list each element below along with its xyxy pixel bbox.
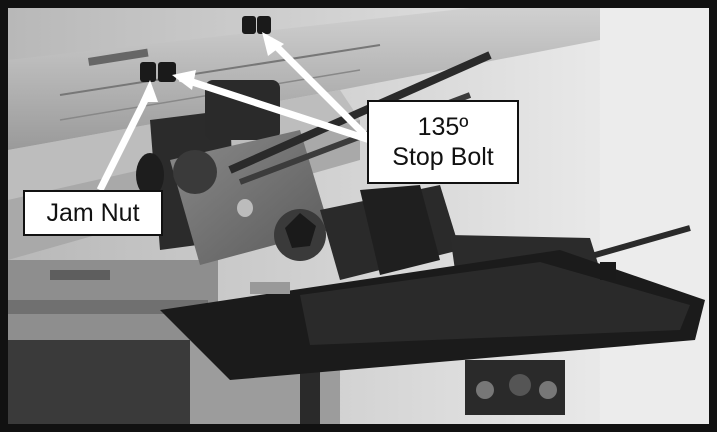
stop-bolt-arrow-upper bbox=[262, 32, 373, 143]
jam-nut-shape bbox=[140, 62, 176, 82]
stop-bolt-label-text: Stop Bolt bbox=[392, 143, 494, 171]
stop-bolt-shape bbox=[242, 16, 271, 34]
callout-arrows bbox=[96, 32, 373, 192]
jam-nut-label-text: Jam Nut bbox=[46, 198, 140, 227]
angle-table bbox=[160, 185, 705, 415]
stop-bolt-label: 135º Stop Bolt bbox=[367, 100, 519, 184]
tilt-bracket bbox=[136, 51, 691, 268]
stop-bolt-angle-text: 135º bbox=[417, 112, 469, 141]
stop-bolt-arrow-lower bbox=[172, 70, 372, 144]
jam-nut-arrow bbox=[96, 80, 158, 192]
jam-nut-label: Jam Nut bbox=[23, 190, 163, 236]
